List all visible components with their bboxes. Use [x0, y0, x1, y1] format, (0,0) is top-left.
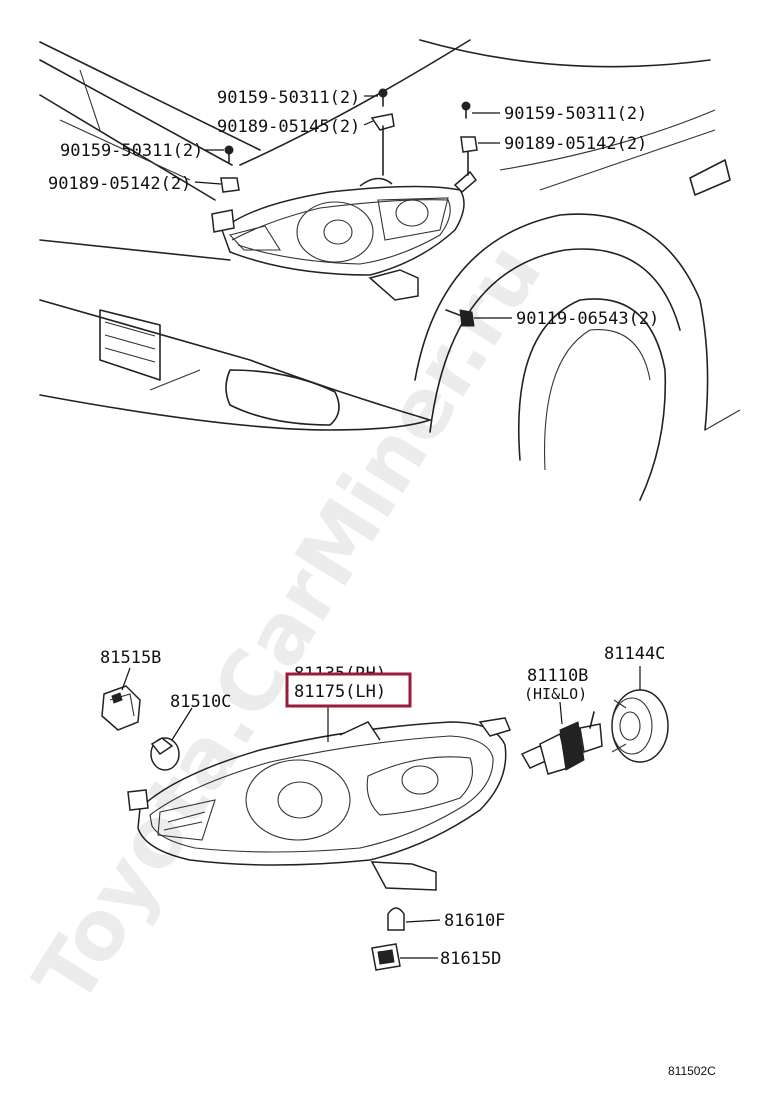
- label-bolt-left: 90159-50311(2): [60, 141, 203, 161]
- headlamp-in-car: [211, 170, 478, 301]
- bracket-icon: [370, 113, 395, 176]
- label-bolt-upper-mid: 90159-50311(2): [217, 88, 360, 108]
- label-screw-bottom: 90119-06543(2): [516, 309, 659, 329]
- label-nut-right: 90189-05142(2): [504, 134, 647, 154]
- label-bulb-main-note: (HI&LO): [524, 685, 587, 703]
- dust-cover-icon: [611, 689, 669, 763]
- label-bulb-left: 81510C: [170, 692, 231, 712]
- nut-icon: [220, 177, 240, 193]
- label-nut-left: 90189-05142(2): [48, 174, 191, 194]
- headlamp-assembly-drawing: 81515B 81510C 81135(RH) 81175(LH) 81110B…: [100, 644, 669, 971]
- socket-icon: [101, 685, 141, 731]
- label-bolt-right: 90159-50311(2): [504, 104, 647, 124]
- wedge-bulb-icon: [387, 907, 405, 931]
- label-bulb-main: 81110B: [527, 666, 588, 686]
- bulb-icon: [150, 737, 180, 771]
- small-socket-icon: [371, 943, 401, 971]
- label-bracket-upper-mid: 90189-05145(2): [217, 117, 360, 137]
- label-socket-left: 81515B: [100, 648, 161, 668]
- label-bulb-small: 81610F: [444, 911, 505, 931]
- bolt-icon: [461, 101, 471, 119]
- watermark-text: Toyota.CarMiner.ru: [16, 228, 560, 1021]
- headlamp-unit: [127, 717, 512, 891]
- label-headlamp-lh: 81175(LH): [294, 682, 386, 702]
- highlight-box: [285, 672, 412, 708]
- halogen-bulb-icon: [520, 711, 603, 775]
- label-cover: 81144C: [604, 644, 665, 664]
- label-socket-small: 81615D: [440, 949, 501, 969]
- car-front-drawing: 90159-50311(2) 90189-05145(2) 90159-5031…: [39, 39, 741, 501]
- figure-code: 811502C: [668, 1064, 716, 1078]
- bolt-icon: [378, 88, 388, 107]
- nut-icon: [460, 136, 478, 176]
- screw-icon: [445, 309, 475, 327]
- bolt-icon: [224, 145, 234, 163]
